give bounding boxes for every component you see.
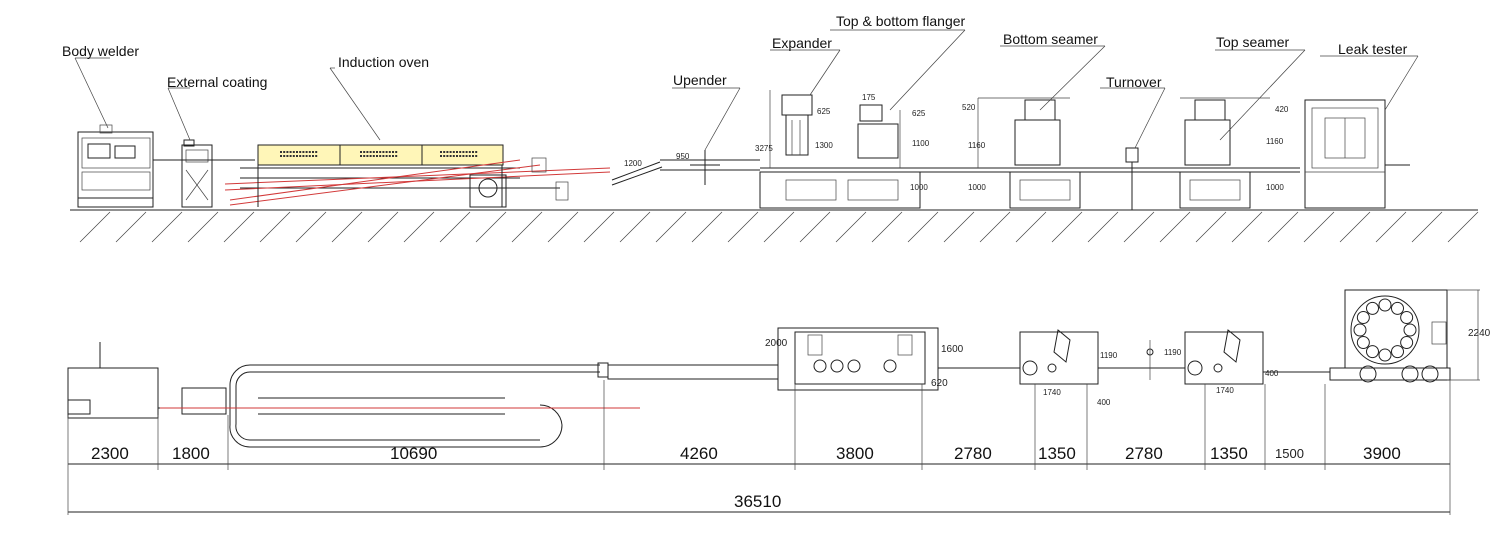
top-seamer-machine [1179,97,1270,209]
bottom-seamer-machine [977,97,1081,209]
side-elevation: Body welder External coating Induction o… [62,13,1479,243]
leak-tester-machine [1304,99,1410,209]
plan-bottom-seamer [1019,329,1185,385]
dim-1100: 1100 [912,139,930,148]
plan-top-seamer [1184,329,1330,385]
dim-420: 420 [1275,105,1289,114]
dim-625b: 625 [912,109,926,118]
dim-1800: 1800 [172,444,210,463]
dim-1600: 1600 [941,344,964,355]
dim-1740a: 1740 [1043,388,1061,397]
dim-2000: 2000 [765,338,788,349]
plan-leak-tester [1329,289,1451,383]
dim-total-36510: 36510 [734,492,781,511]
external-coating-machine [153,139,255,208]
dim-520: 520 [962,103,976,112]
label-body-welder: Body welder [62,43,139,59]
label-turnover: Turnover [1106,74,1162,90]
dim-1500: 1500 [1275,446,1304,461]
plan-turnover [1146,340,1154,380]
label-leak-tester: Leak tester [1338,41,1408,57]
plan-upender-conveyor [607,364,779,380]
dim-1740b: 1740 [1216,386,1234,395]
turnover-machine [1125,147,1139,210]
label-expander: Expander [772,35,832,51]
dim-1200: 1200 [624,159,642,168]
body-welder-machine [77,124,154,208]
dim-3275: 3275 [755,144,773,153]
plan-body-welder [67,367,159,419]
dim-400b: 400 [1265,369,1279,378]
label-upender: Upender [673,72,727,88]
dim-175: 175 [862,93,876,102]
dim-1000b: 1000 [968,183,986,192]
dim-2300: 2300 [91,444,129,463]
dim-10690: 10690 [390,444,437,463]
dim-1190a: 1190 [1100,351,1118,360]
dim-1350b: 1350 [1210,444,1248,463]
label-bottom-seamer: Bottom seamer [1003,31,1098,47]
plan-view: 2000 1600 620 1190 1740 400 1190 400 174… [67,289,1491,448]
plan-expander-flanger [777,327,1020,391]
dim-2240: 2240 [1468,328,1491,339]
dim-1190b: 1190 [1164,348,1182,357]
dim-1300: 1300 [815,141,833,150]
dim-3800: 3800 [836,444,874,463]
dim-1000a: 1000 [910,183,928,192]
dim-2780b: 2780 [1125,444,1163,463]
dim-400a: 400 [1097,398,1111,407]
expander-flanger-machine [759,90,921,209]
dim-3900: 3900 [1363,444,1401,463]
dimension-chain: 2300 1800 10690 4260 3800 2780 1350 2780… [67,380,1451,515]
dim-625a: 625 [817,107,831,116]
dim-1350a: 1350 [1038,444,1076,463]
dim-620: 620 [931,378,948,389]
label-external-coating: External coating [167,74,267,90]
label-induction-oven: Induction oven [338,54,429,70]
dim-1160b: 1160 [1266,137,1284,146]
dim-4260: 4260 [680,444,718,463]
induction-oven-machine [224,144,611,208]
label-top-seamer: Top seamer [1216,34,1289,50]
upender-machine [611,150,760,186]
dim-2780a: 2780 [954,444,992,463]
dim-1160a: 1160 [968,141,986,150]
plan-induction-oven [160,362,640,448]
dim-950: 950 [676,152,690,161]
dim-1000c: 1000 [1266,183,1284,192]
plan-external-coating [181,387,227,415]
label-top-bottom-flanger: Top & bottom flanger [836,13,966,29]
